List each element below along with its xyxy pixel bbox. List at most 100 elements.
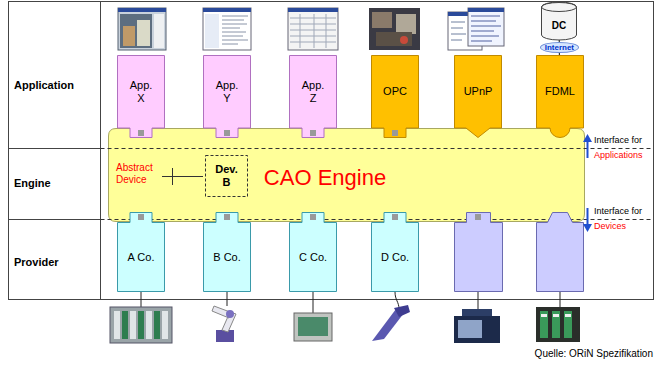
engine-block: Abstract Device CAO EngineDev. B — [108, 128, 585, 222]
screenshot — [154, 14, 164, 48]
row-divider — [9, 148, 101, 149]
node-shape — [118, 213, 165, 292]
screenshot — [471, 16, 501, 41]
node-text: UPnP — [464, 85, 493, 98]
application-box: FDML — [536, 55, 584, 138]
source-note: Quelle: ORiN Spezifikation — [420, 348, 653, 360]
node-shape — [372, 213, 419, 292]
node-text: Dev. B — [214, 163, 240, 188]
node-shape — [537, 56, 584, 138]
photo — [396, 14, 416, 34]
application-box: App. Z — [289, 55, 337, 138]
screenshot — [288, 8, 338, 12]
node-shape — [204, 213, 251, 292]
touch-panel — [294, 313, 332, 341]
row-label: Provider — [14, 256, 98, 269]
row-label: Application — [14, 79, 98, 92]
screenshot — [222, 16, 248, 44]
robot-arm — [216, 330, 234, 342]
application-box: UPnP — [454, 55, 502, 138]
provider-box: C Co. — [289, 212, 337, 292]
screenshot — [468, 8, 504, 46]
database-cylinder: DC — [541, 2, 577, 40]
node-shape — [118, 56, 165, 138]
provider-box — [455, 213, 503, 292]
photo — [376, 32, 412, 46]
plc-unit — [540, 311, 572, 338]
node-text: DC — [552, 20, 566, 32]
application-box: App. Y — [203, 55, 251, 138]
interface-label: Applications — [594, 150, 656, 160]
connector-pin — [224, 130, 230, 136]
application-box: App. X — [117, 55, 165, 138]
provider-box: D Co. — [371, 212, 419, 292]
direction-arrow — [583, 224, 592, 232]
cylinder-rim — [542, 3, 577, 12]
node-text: FDML — [545, 85, 575, 98]
node-text: Abstract Device — [116, 162, 164, 185]
connector-pin — [310, 130, 316, 136]
screenshot — [118, 8, 166, 50]
cnc-machine — [454, 316, 500, 343]
plc-rack — [114, 311, 168, 339]
robot-arm — [226, 310, 234, 318]
plc-rack — [110, 307, 172, 343]
interface-label: Interface for — [594, 206, 656, 216]
device-box: Dev. B — [205, 155, 248, 197]
connector-pin — [138, 130, 144, 136]
node-text: App. X — [127, 79, 155, 104]
photo — [372, 12, 392, 28]
node-shape — [455, 56, 502, 138]
row-divider — [9, 219, 101, 220]
frame — [9, 2, 654, 300]
node-text: CAO Engine — [225, 165, 425, 190]
screenshot — [120, 14, 152, 48]
provider-box: B Co. — [203, 212, 251, 292]
node-shape — [109, 129, 585, 222]
screenshot — [288, 8, 338, 50]
connector-pin — [392, 130, 398, 136]
interface-label: Devices — [594, 221, 656, 231]
screenshot — [118, 8, 166, 12]
node-shape — [542, 2, 577, 40]
node-shape — [290, 56, 337, 138]
column-divider — [100, 2, 101, 300]
leader-line — [162, 176, 203, 177]
node-text: B Co. — [213, 251, 241, 264]
node-text: D Co. — [381, 251, 409, 264]
connector-pin — [310, 214, 316, 220]
plc-rack — [122, 311, 160, 339]
connector-pin — [475, 214, 481, 220]
application-box: OPC — [371, 55, 419, 138]
leader-line — [172, 168, 173, 185]
screenshot — [290, 14, 336, 48]
screenshot — [468, 8, 504, 12]
node-shape — [204, 56, 251, 138]
cnc-machine — [462, 309, 492, 317]
screenshot — [205, 14, 219, 48]
provider-box — [537, 213, 584, 292]
screenshot — [123, 26, 135, 46]
screenshot — [203, 8, 251, 50]
plc-unit — [536, 307, 580, 342]
node-text: App. Z — [299, 79, 327, 104]
plc-unit — [541, 314, 571, 317]
barcode-scanner — [394, 305, 410, 317]
node-text: OPC — [383, 85, 407, 98]
node-shape — [206, 156, 248, 197]
connector-pin — [392, 214, 398, 220]
node-shape — [372, 56, 419, 138]
edge-label: Internet — [540, 42, 579, 53]
node-shape — [290, 213, 337, 292]
photo — [369, 8, 420, 50]
node-text: App. Y — [213, 79, 241, 104]
direction-arrow — [587, 208, 589, 225]
interface-label: Interface for — [594, 135, 656, 145]
screenshot — [137, 20, 150, 46]
connector-pin — [224, 214, 230, 220]
photo — [400, 36, 408, 44]
node-text: A Co. — [128, 251, 155, 264]
provider-box: A Co. — [117, 212, 165, 292]
direction-arrow — [587, 141, 589, 158]
